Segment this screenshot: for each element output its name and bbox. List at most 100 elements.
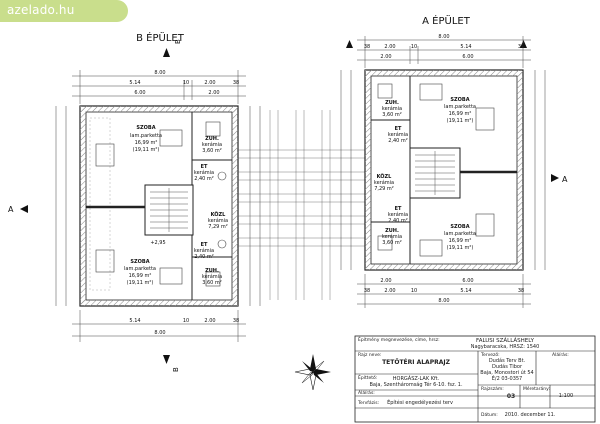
svg-text:38: 38 bbox=[518, 44, 524, 50]
project-name: FALUSI SZÁLLÁSHELY bbox=[476, 337, 535, 344]
sheet-no: 03 bbox=[507, 393, 515, 400]
svg-text:16,99 m²: 16,99 m² bbox=[449, 111, 472, 117]
svg-text:A: A bbox=[8, 205, 14, 214]
date-label: Dátum: bbox=[481, 411, 498, 418]
phase-label: Tervfázis: bbox=[357, 399, 379, 406]
building-b: B ÉPÜLET B B A bbox=[8, 31, 261, 372]
svg-text:2.00: 2.00 bbox=[208, 90, 219, 96]
svg-text:ET: ET bbox=[395, 126, 402, 132]
svg-text:ZUH.: ZUH. bbox=[205, 136, 219, 142]
svg-text:2.00: 2.00 bbox=[380, 278, 391, 284]
svg-text:38: 38 bbox=[518, 288, 524, 294]
svg-text:ZUH.: ZUH. bbox=[205, 268, 219, 274]
signature2-label: Aláírás: bbox=[358, 389, 375, 396]
svg-text:16,99 m²: 16,99 m² bbox=[129, 273, 152, 279]
dims-b-bottom bbox=[72, 310, 246, 342]
builder-label: Építtető: bbox=[358, 373, 377, 381]
svg-text:(19,11 m²): (19,11 m²) bbox=[447, 118, 474, 124]
svg-text:B: B bbox=[174, 39, 182, 44]
svg-text:É/2 03-0357: É/2 03-0357 bbox=[492, 374, 523, 382]
svg-text:2,40 m²: 2,40 m² bbox=[388, 218, 408, 224]
svg-text:2.00: 2.00 bbox=[204, 318, 215, 324]
svg-text:8.00: 8.00 bbox=[438, 298, 449, 304]
svg-text:ET: ET bbox=[395, 206, 402, 212]
svg-text:kerámia: kerámia bbox=[202, 273, 222, 280]
building-a-title: A ÉPÜLET bbox=[422, 14, 471, 27]
svg-text:5.14: 5.14 bbox=[460, 44, 471, 50]
title-block: Építmény megnevezése, címe, hrsz: FALUSI… bbox=[354, 335, 596, 423]
svg-text:kerámia: kerámia bbox=[382, 105, 402, 112]
room-labels-b: SZOBA lam.parketta 16,99 m² (19,11 m²) Z… bbox=[124, 125, 228, 286]
svg-text:8.00: 8.00 bbox=[154, 330, 165, 336]
dims-a-bottom bbox=[357, 274, 531, 308]
svg-text:38: 38 bbox=[233, 80, 239, 86]
phase-value: Építési engedélyezési terv bbox=[387, 398, 453, 406]
building-b-title: B ÉPÜLET bbox=[136, 31, 185, 44]
svg-text:2,40 m²: 2,40 m² bbox=[388, 138, 408, 144]
svg-text:kerámia: kerámia bbox=[382, 233, 402, 240]
svg-text:8.00: 8.00 bbox=[438, 34, 449, 40]
svg-text:10: 10 bbox=[411, 288, 417, 294]
dims-a-top bbox=[357, 36, 531, 68]
north-arrow-icon bbox=[294, 354, 331, 391]
svg-text:2,40 m²: 2,40 m² bbox=[194, 176, 214, 182]
svg-text:kerámia: kerámia bbox=[208, 217, 228, 224]
section-mark-b-top: B bbox=[163, 39, 182, 57]
svg-text:SZOBA: SZOBA bbox=[450, 97, 469, 103]
svg-text:Dudás Tibor: Dudás Tibor bbox=[492, 363, 523, 370]
svg-text:6.00: 6.00 bbox=[462, 278, 473, 284]
drawing-label: Rajz neve: bbox=[358, 352, 381, 358]
svg-text:3,60 m²: 3,60 m² bbox=[202, 280, 222, 286]
designer-label: Tervező: bbox=[480, 352, 500, 358]
svg-text:16,99 m²: 16,99 m² bbox=[449, 238, 472, 244]
svg-text:ZUH.: ZUH. bbox=[385, 100, 399, 106]
svg-text:kerámia: kerámia bbox=[194, 169, 214, 176]
svg-text:(19,11 m²): (19,11 m²) bbox=[133, 147, 160, 153]
signature-label: Aláírás: bbox=[552, 351, 569, 358]
sheet-no-label: Rajzszám: bbox=[481, 385, 504, 392]
svg-text:SZOBA: SZOBA bbox=[130, 259, 149, 265]
project-address: Nagybaracska, HRSZ: 1540 bbox=[471, 344, 540, 350]
building-a: A ÉPÜLET A bbox=[340, 14, 568, 308]
svg-text:KÖZL: KÖZL bbox=[377, 173, 393, 180]
svg-text:Baja, Szentháromság Tér 6-10.: Baja, Szentháromság Tér 6-10. fsz. 1. bbox=[369, 381, 462, 388]
project-label: Építmény megnevezése, címe, hrsz: bbox=[358, 335, 440, 343]
svg-text:ET: ET bbox=[201, 242, 208, 248]
svg-text:ZUH.: ZUH. bbox=[385, 228, 399, 234]
section-mark-a-left: A bbox=[8, 205, 28, 214]
svg-text:SZOBA: SZOBA bbox=[136, 125, 155, 131]
svg-text:38: 38 bbox=[233, 318, 239, 324]
svg-text:10: 10 bbox=[183, 318, 189, 324]
svg-text:(19,11 m²): (19,11 m²) bbox=[447, 245, 474, 251]
svg-text:2.00: 2.00 bbox=[204, 80, 215, 86]
drawing-name: TETŐTÉRI ALAPRAJZ bbox=[382, 358, 451, 366]
svg-text:kerámia: kerámia bbox=[388, 211, 408, 218]
svg-text:A: A bbox=[562, 175, 568, 184]
pergola-lines bbox=[238, 110, 365, 300]
svg-text:10: 10 bbox=[183, 80, 189, 86]
svg-text:B: B bbox=[172, 367, 180, 372]
svg-text:6.00: 6.00 bbox=[462, 54, 473, 60]
svg-text:7,29 m²: 7,29 m² bbox=[208, 224, 228, 230]
svg-text:kerámia: kerámia bbox=[388, 131, 408, 138]
svg-text:7,29 m²: 7,29 m² bbox=[374, 186, 394, 192]
svg-text:ET: ET bbox=[201, 164, 208, 170]
svg-text:6.00: 6.00 bbox=[134, 90, 145, 96]
svg-text:2,40 m²: 2,40 m² bbox=[194, 254, 214, 260]
svg-text:2.00: 2.00 bbox=[384, 288, 395, 294]
svg-text:5.14: 5.14 bbox=[460, 288, 471, 294]
svg-text:lam.parketta: lam.parketta bbox=[130, 133, 162, 139]
section-mark-b-bottom: B bbox=[163, 355, 180, 372]
svg-text:HORGÁSZ-LAK Kft.: HORGÁSZ-LAK Kft. bbox=[393, 375, 440, 382]
svg-text:Baja, Monostori út 54: Baja, Monostori út 54 bbox=[480, 369, 533, 376]
svg-text:2.00: 2.00 bbox=[384, 44, 395, 50]
svg-text:(19,11 m²): (19,11 m²) bbox=[127, 280, 154, 286]
room-labels-a: ZUH. kerámia 3,60 m² SZOBA lam.parketta … bbox=[374, 97, 476, 251]
dims-b-top bbox=[72, 70, 246, 104]
svg-text:3,60 m²: 3,60 m² bbox=[382, 112, 402, 118]
svg-text:8.00: 8.00 bbox=[154, 70, 165, 76]
svg-text:38: 38 bbox=[364, 288, 370, 294]
scale-value: 1:100 bbox=[559, 393, 573, 399]
watermark-text: azelado.hu bbox=[7, 3, 75, 17]
